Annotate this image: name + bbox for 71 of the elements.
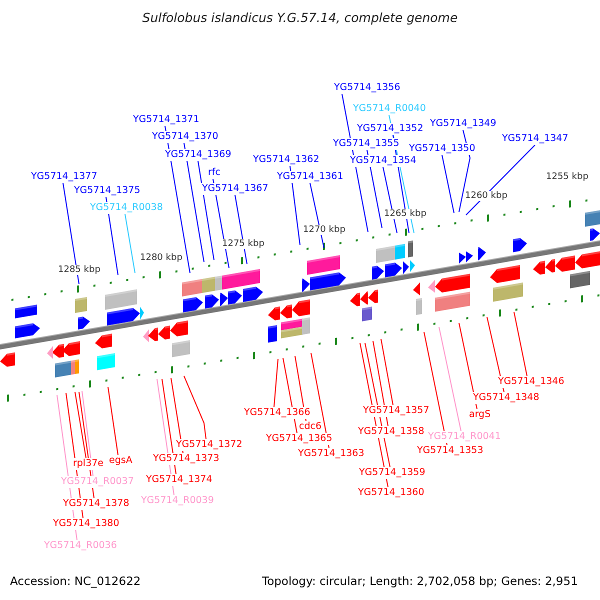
gene-label: YG5714_R0039 [140, 495, 215, 507]
gene-label: YG5714_1348 [472, 392, 540, 404]
leader-line [380, 338, 394, 406]
leader-line [438, 326, 462, 432]
gene-label: YG5714_1377 [30, 171, 98, 183]
gene-label: YG5714_1356 [333, 82, 402, 94]
gene-label: egsA [108, 455, 134, 467]
gene-label: YG5714_R0040 [352, 103, 427, 115]
gene-label: YG5714_1352 [356, 123, 424, 135]
gene-label: YG5714_1355 [332, 138, 400, 150]
gene-label: argS [468, 409, 492, 421]
gene-label: YG5714_1370 [151, 131, 220, 143]
diagram-title: Sulfolobus islandicus Y.G.57.14, complete genome [141, 10, 459, 25]
gene-label: YG5714_1358 [357, 426, 426, 438]
leader-line [466, 144, 536, 216]
leader-line [234, 194, 248, 264]
gene-label: YG5714_1361 [276, 171, 344, 183]
leader-line [424, 332, 448, 446]
gene-label: YG5714_1366 [243, 407, 312, 419]
gene-label: YG5714_1367 [201, 183, 270, 195]
gene-label: YG5714_1347 [501, 133, 570, 145]
footer-note: Topology: circular; Length: 2,702,058 bp; Genes: 2,951 [262, 574, 578, 588]
leader-line [74, 392, 86, 458]
gene-label: YG5714_1360 [357, 487, 426, 499]
leader-line [124, 214, 136, 274]
leader-line [372, 340, 388, 426]
gene-label: rfc [207, 167, 222, 179]
position-label: 1265 kbp [384, 209, 426, 219]
leader-line [514, 312, 528, 376]
gene-label: YG5714_1374 [145, 474, 214, 486]
gene-label: YG5714_1365 [265, 433, 334, 445]
leader-line [62, 182, 80, 284]
gene-label: YG5714_1363 [297, 448, 366, 460]
gene-label: YG5714_1349 [429, 118, 498, 130]
gene-label: YG5714_1357 [362, 405, 430, 417]
position-label: 1255 kbp [546, 172, 588, 182]
gene-label: YG5714_1354 [349, 155, 418, 167]
leader-line [184, 376, 206, 440]
gene-label: YG5714_1359 [358, 467, 426, 479]
leader-line [108, 386, 118, 456]
gene-label: rpl37e [72, 458, 105, 470]
gene-label: YG5714_R0041 [427, 431, 502, 443]
leader-line [458, 322, 478, 410]
gene-label: YG5714_1372 [175, 439, 244, 451]
leader-line [274, 358, 278, 408]
leader-line [310, 182, 324, 248]
position-label: 1275 kbp [222, 239, 264, 249]
gene-label: YG5714_1373 [152, 453, 220, 465]
gene-label: YG5714_R0038 [89, 202, 164, 214]
footer-note: Accession: NC_012622 [10, 574, 141, 588]
gene-label: YG5714_1378 [62, 498, 130, 510]
leader-line [162, 378, 176, 474]
position-label: 1285 kbp [58, 265, 100, 275]
leader-line [198, 160, 214, 260]
gene-label: YG5714_1369 [164, 149, 232, 161]
leader-line [184, 142, 204, 262]
gene-label: YG5714_1346 [497, 376, 566, 388]
position-label: 1280 kbp [140, 253, 182, 263]
gene-label: YG5714_1371 [132, 114, 200, 126]
leader-line [442, 154, 454, 214]
gene-label: YG5714_1353 [416, 445, 484, 457]
position-label: 1270 kbp [303, 225, 346, 235]
gene-label: YG5714_1362 [252, 154, 320, 166]
gene-label: YG5714_1350 [408, 143, 476, 155]
position-label: 1260 kbp [465, 191, 508, 201]
gene-label: YG5714_R0036 [43, 540, 118, 552]
gene-label: YG5714_R0037 [60, 476, 135, 488]
gene-label: YG5714_1375 [73, 185, 142, 197]
gene-label: YG5714_1380 [52, 518, 120, 530]
leader-line [310, 352, 330, 448]
leader-line [82, 390, 94, 476]
